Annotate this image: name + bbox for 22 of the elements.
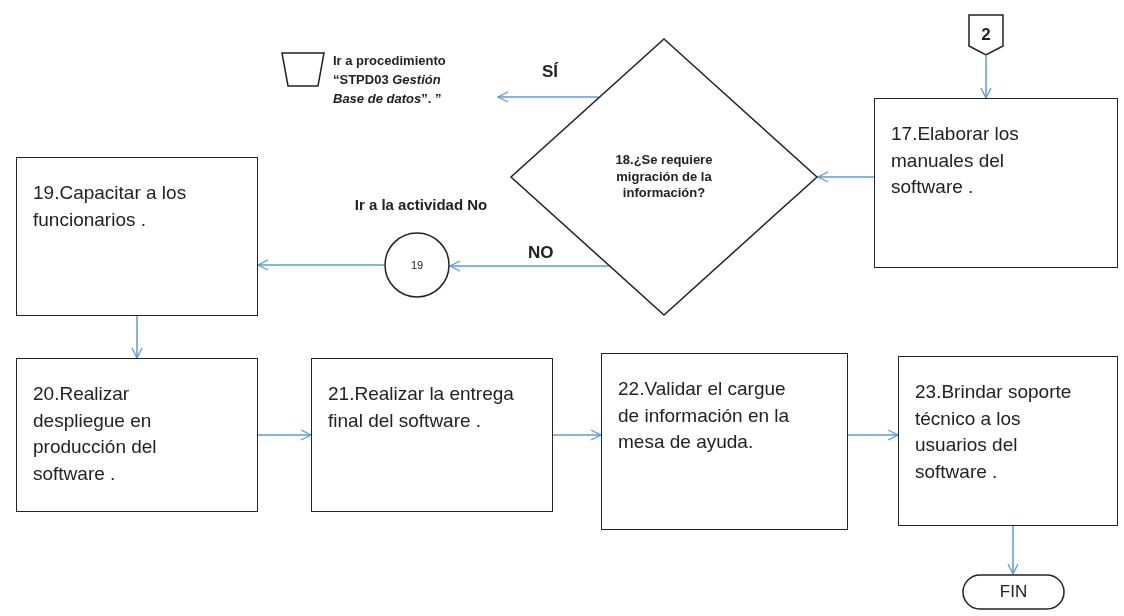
arrow: [1007, 525, 1019, 575]
process-box: 17.Elaborar los manuales del software .: [874, 98, 1118, 268]
arrow: [257, 429, 312, 441]
arrow: [817, 171, 875, 183]
node-text: FIN: [999, 582, 1028, 602]
arrow: [552, 429, 602, 441]
process-box: 21.Realizar la entrega final del software .: [311, 358, 553, 512]
decision-text: 18.¿Se requiere migración de la información?: [614, 151, 714, 203]
arrow: [980, 55, 992, 99]
arrow: [847, 429, 899, 441]
connector-note: Ir a la actividad No: [353, 196, 489, 213]
arrow: [257, 259, 385, 271]
arrow: [449, 260, 610, 272]
process-box: 22.Validar el cargue de información en la mesa de ayuda.: [601, 353, 848, 530]
process-box: 20.Realizar despliegue en producción del software .: [16, 358, 258, 512]
reference-note: Ir a procedimiento “STPD03 Gestión Base de datos”. ”: [333, 52, 447, 108]
arrow: [497, 91, 600, 103]
node-text: 2: [981, 25, 991, 45]
process-box: 19.Capacitar a los funcionarios .: [16, 157, 258, 316]
node-text: 19: [410, 259, 424, 271]
process-box: 23.Brindar soporte técnico a los usuarios del software .: [898, 356, 1118, 526]
arrow: [131, 315, 143, 359]
